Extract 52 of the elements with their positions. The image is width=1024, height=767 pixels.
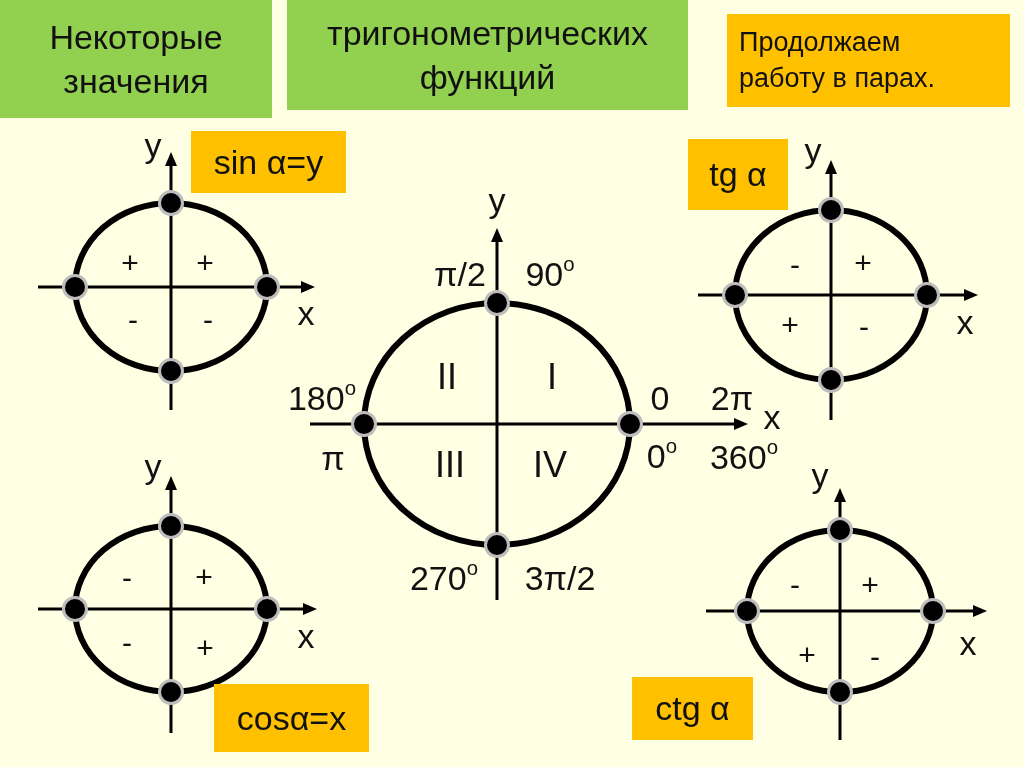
- angle-label: 2π: [710, 381, 754, 415]
- quadrant-sign: -: [203, 305, 213, 335]
- quadrant-number: II: [437, 359, 457, 395]
- axis-label: x: [297, 296, 315, 330]
- formula-box: cosα=x: [214, 684, 369, 752]
- title-box: Некоторые значения: [0, 0, 272, 118]
- angle-label: 0: [650, 381, 670, 415]
- axis-label: y: [144, 128, 162, 162]
- angle-label: 270$^{o}$: [409, 561, 479, 595]
- quadrant-sign: +: [781, 310, 799, 340]
- unit-circle: [744, 527, 936, 695]
- quadrant-sign: +: [196, 248, 214, 278]
- angle-label: π: [321, 441, 345, 475]
- title-box: тригонометрических функций: [287, 0, 688, 110]
- quadrant-sign: +: [121, 248, 139, 278]
- unit-circle: [732, 207, 930, 383]
- quadrant-sign: -: [128, 305, 138, 335]
- unit-circle: [72, 200, 270, 374]
- formula-box: sin α=y: [191, 131, 346, 193]
- angle-label: 0$^{o}$: [646, 439, 678, 473]
- axis-label: y: [804, 133, 822, 167]
- quadrant-sign: +: [854, 248, 872, 278]
- axis-label: x: [959, 626, 977, 660]
- quadrant-number: I: [547, 359, 557, 395]
- axis-label: x: [956, 305, 974, 339]
- angle-label: 3π/2: [524, 561, 596, 595]
- quadrant-sign: -: [859, 312, 869, 342]
- axis-label: y: [811, 458, 829, 492]
- quadrant-sign: -: [122, 628, 132, 658]
- note-box: Продолжаем работу в парах.: [727, 14, 1010, 107]
- quadrant-number: IV: [533, 447, 567, 483]
- axis-label: x: [763, 400, 781, 434]
- quadrant-number: III: [435, 447, 465, 483]
- quadrant-sign: +: [195, 562, 213, 592]
- unit-circle: [72, 523, 270, 695]
- quadrant-sign: +: [861, 570, 879, 600]
- axis-label: y: [144, 449, 162, 483]
- quadrant-sign: -: [790, 570, 800, 600]
- angle-label: 90$^{o}$: [525, 257, 575, 291]
- quadrant-sign: -: [790, 250, 800, 280]
- angle-label: 180$^{o}$: [287, 381, 357, 415]
- quadrant-sign: +: [196, 633, 214, 663]
- quadrant-sign: -: [122, 563, 132, 593]
- angle-label: π/2: [434, 257, 486, 291]
- angle-label: 360$^{o}$: [709, 440, 779, 474]
- formula-box: ctg α: [632, 677, 753, 740]
- axis-label: y: [488, 183, 506, 217]
- unit-circle: [361, 300, 633, 548]
- formula-box: tg α: [688, 139, 788, 210]
- quadrant-sign: +: [798, 640, 816, 670]
- quadrant-sign: -: [870, 642, 880, 672]
- axis-label: x: [297, 619, 315, 653]
